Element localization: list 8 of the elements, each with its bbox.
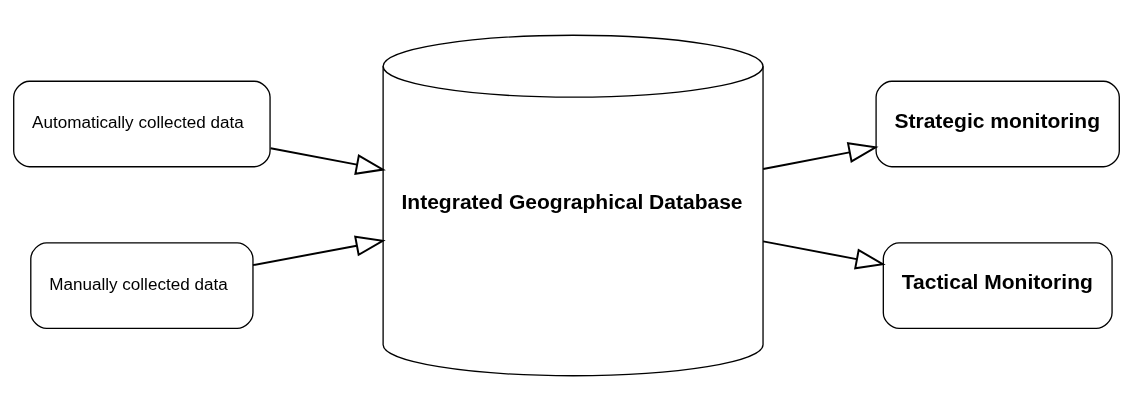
- arrow: [762, 141, 879, 170]
- node-box: Strategic monitoring: [875, 80, 1120, 167]
- arrow: [762, 239, 886, 269]
- arrow: [252, 234, 386, 266]
- arrow: [269, 146, 386, 175]
- node-box: Automatically collected data: [13, 80, 271, 167]
- node-box: Tactical Monitoring: [882, 241, 1113, 329]
- node-box: Manually collected data: [30, 241, 254, 329]
